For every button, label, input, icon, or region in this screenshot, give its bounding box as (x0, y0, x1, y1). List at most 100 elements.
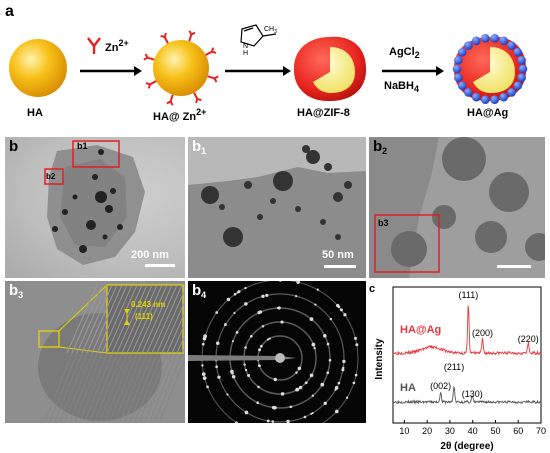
ag-nanoparticle (457, 47, 467, 57)
diffraction-spot (343, 313, 347, 317)
diffraction-spot (311, 342, 316, 347)
legend-ha: HA (400, 382, 416, 394)
x-tick-label: 50 (490, 426, 500, 436)
diffraction-spot (201, 364, 204, 367)
ag-nanoparticle (507, 88, 516, 97)
ha-sphere (9, 39, 67, 97)
synthesis-scheme (9, 24, 528, 106)
box-b3-label: b3 (378, 218, 389, 228)
plot-frame (392, 286, 542, 424)
diffraction-spot (295, 387, 300, 392)
ag-nanoparticle (471, 92, 481, 102)
diffraction-spot (354, 336, 357, 340)
diffraction-spot (309, 373, 314, 378)
diffraction-spot (235, 421, 238, 423)
diffraction-spot (268, 337, 271, 340)
diffraction-spot (295, 371, 298, 374)
panel-b-tem: b b1 b2 200 nm (5, 137, 185, 278)
diffraction-spot (352, 381, 356, 385)
agcl2-label: AgCl2 (389, 46, 420, 60)
ag-nanoparticle (513, 81, 523, 91)
ha-zif8-particle (293, 36, 367, 102)
diffraction-spot (336, 303, 340, 308)
diffraction-spot (328, 358, 332, 362)
diffraction-spot (215, 341, 220, 345)
ha-label: HA (27, 107, 43, 119)
ag-nanoparticle (517, 55, 526, 65)
box-b2-label: b2 (46, 172, 56, 181)
ligand-spikes (143, 30, 219, 106)
diffraction-spot (261, 324, 265, 328)
diffraction-spot (326, 342, 330, 346)
diffraction-spot (311, 412, 314, 415)
diffraction-spot (226, 297, 231, 302)
x-tick-label: 60 (513, 426, 523, 436)
panel-b-letter: b (9, 138, 19, 155)
diffraction-spot (286, 420, 290, 423)
diffraction-spot (260, 344, 263, 348)
x-tick-label: 30 (445, 426, 455, 436)
diffraction-spot (296, 281, 300, 284)
diffraction-spot (231, 374, 236, 379)
ag-nanoparticle (490, 95, 499, 104)
diffraction-spot (295, 294, 298, 298)
panel-b2-hrtem: b2 b3 (369, 137, 545, 278)
ag-nanoparticle (517, 73, 526, 83)
ag-nanoparticle (499, 92, 509, 102)
peak-label: (200) (472, 328, 493, 338)
diffraction-spot (215, 311, 219, 314)
diffraction-spot (244, 346, 247, 349)
ag-nanoparticle (454, 55, 463, 65)
diffraction-spot (244, 286, 247, 290)
panel-b1-tem: b1 50 nm (188, 137, 366, 278)
diffraction-spot (203, 334, 207, 339)
imidazole-methyl-label: CH3 (264, 26, 277, 35)
diffraction-spot (354, 373, 358, 377)
d-spacing-label: 0.243 nm (131, 300, 166, 309)
panel-b2-letter: b2 (373, 138, 388, 156)
diffraction-spot (337, 381, 341, 385)
diffraction-spot (303, 415, 307, 419)
diffraction-spot (201, 342, 205, 346)
diffraction-spot (355, 343, 359, 347)
diffraction-spot (266, 419, 270, 423)
ag-nanoparticle (490, 34, 499, 43)
panel-b1-letter: b1 (192, 138, 207, 156)
ag-nanoparticle (481, 95, 490, 104)
diffraction-spot (272, 405, 277, 410)
diffraction-spot (280, 392, 285, 396)
ag-nanoparticle (457, 81, 467, 91)
ag-nanoparticles (452, 34, 528, 104)
x-tick-label: 40 (468, 426, 478, 436)
panel-b3-letter: b3 (9, 282, 24, 300)
ag-nanoparticle (499, 36, 509, 46)
diffraction-spot (326, 371, 330, 375)
diffraction-spot (202, 376, 207, 381)
diffraction-spot (297, 366, 302, 371)
diffraction-spot (345, 396, 349, 399)
diffraction-spot (235, 330, 239, 334)
ag-nanoparticle (464, 41, 473, 50)
diffraction-spot (243, 363, 246, 366)
diffraction-spot (320, 382, 325, 387)
diffraction-spot (231, 340, 234, 343)
diffraction-spot (226, 393, 229, 396)
ag-nanoparticle (518, 64, 528, 74)
diffraction-spot (323, 334, 327, 338)
diffraction-spot (341, 368, 345, 372)
panel-b4-saed: b4 (188, 281, 366, 423)
panel-b4-letter: b4 (192, 282, 207, 300)
scale-bar-50nm: 50 nm (322, 249, 354, 261)
panel-c-letter: c (369, 283, 375, 295)
box-b1-label: b1 (77, 141, 88, 151)
ha-zn-label: HA@ Zn2+ (153, 107, 207, 123)
x-axis-label: 2θ (degree) (440, 441, 493, 452)
diffraction-spot (258, 310, 263, 314)
ha-zif8-label: HA@ZIF-8 (297, 107, 350, 119)
imidazole-icon (240, 24, 277, 47)
diffraction-spot (342, 359, 346, 364)
zn-ligand-icon (87, 37, 101, 54)
diffraction-spot (201, 372, 206, 376)
diffraction-pattern (188, 281, 359, 423)
